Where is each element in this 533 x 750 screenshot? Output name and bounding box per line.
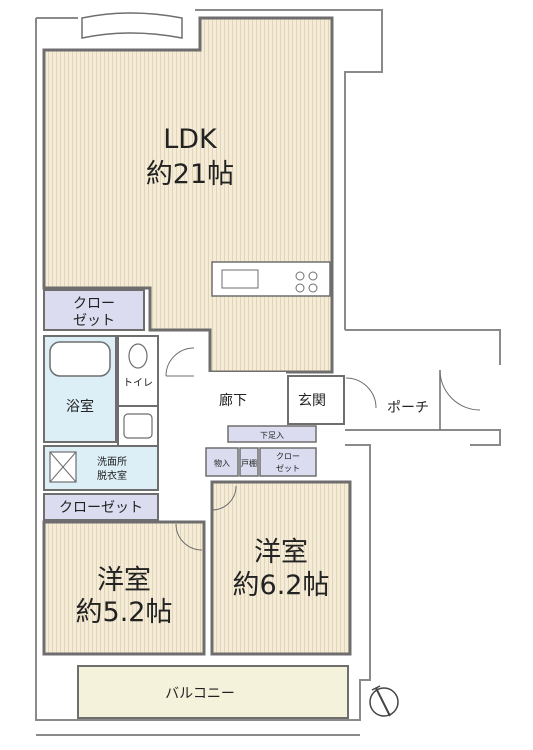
ldk-name: LDK — [163, 124, 218, 155]
hallway: 廊下 — [160, 347, 286, 424]
western-small-name: 洋室 — [97, 565, 151, 596]
closet-top: クロー ゼット — [43, 289, 145, 331]
toilet-label: トイレ — [123, 378, 153, 389]
north-arrow-icon — [369, 685, 399, 717]
washing-machine-pan-icon — [49, 451, 77, 483]
western-large-size: 約6.2帖 — [233, 570, 330, 601]
outer-walls — [35, 9, 501, 736]
room-washroom: 洗面所 脱衣室 — [43, 405, 159, 491]
room-bath: 浴室 — [43, 335, 117, 443]
closet-small-line2: ゼット — [276, 463, 300, 473]
storage-row: 物入 戸棚 クロー ゼット — [205, 447, 317, 477]
closet-top-line2: ゼット — [73, 313, 115, 329]
western-large-name: 洋室 — [254, 537, 308, 568]
room-western-large: 洋室 約6.2帖 — [210, 480, 352, 656]
sink-icon — [123, 413, 153, 439]
storage-label: 物入 — [214, 458, 230, 468]
washroom-line1: 洗面所 — [97, 456, 127, 468]
bath-label: 浴室 — [66, 398, 94, 415]
ldk-size: 約21帖 — [146, 159, 234, 190]
washroom-line2: 脱衣室 — [97, 469, 127, 482]
hallway-label: 廊下 — [219, 392, 247, 409]
room-western-small: 洋室 約5.2帖 — [42, 520, 206, 656]
room-ldk: LDK 約21帖 — [42, 12, 334, 374]
closet-mid-label: クローゼット — [59, 500, 143, 516]
door-small-label: 戸棚 — [241, 458, 257, 468]
entrance: 玄関 — [287, 375, 345, 425]
closet-top-line1: クロー — [73, 296, 115, 312]
balcony-label: バルコニー — [165, 686, 235, 702]
closet-mid: クローゼット — [43, 493, 159, 521]
closet-small-line1: クロー — [276, 452, 300, 461]
entrance-label: 玄関 — [298, 392, 326, 409]
porch-label: ポーチ — [387, 400, 429, 416]
bay-window — [81, 12, 183, 39]
room-toilet: トイレ — [117, 335, 159, 407]
porch: ポーチ — [345, 369, 481, 430]
bathtub-icon — [49, 341, 111, 377]
shoe-storage: 下足入 — [227, 425, 317, 443]
shoe-storage-label: 下足入 — [260, 431, 284, 440]
balcony: バルコニー — [77, 665, 349, 719]
western-small-size: 約5.2帖 — [76, 597, 173, 628]
toilet-icon — [128, 343, 148, 369]
kitchen-counter-icon — [211, 261, 331, 297]
